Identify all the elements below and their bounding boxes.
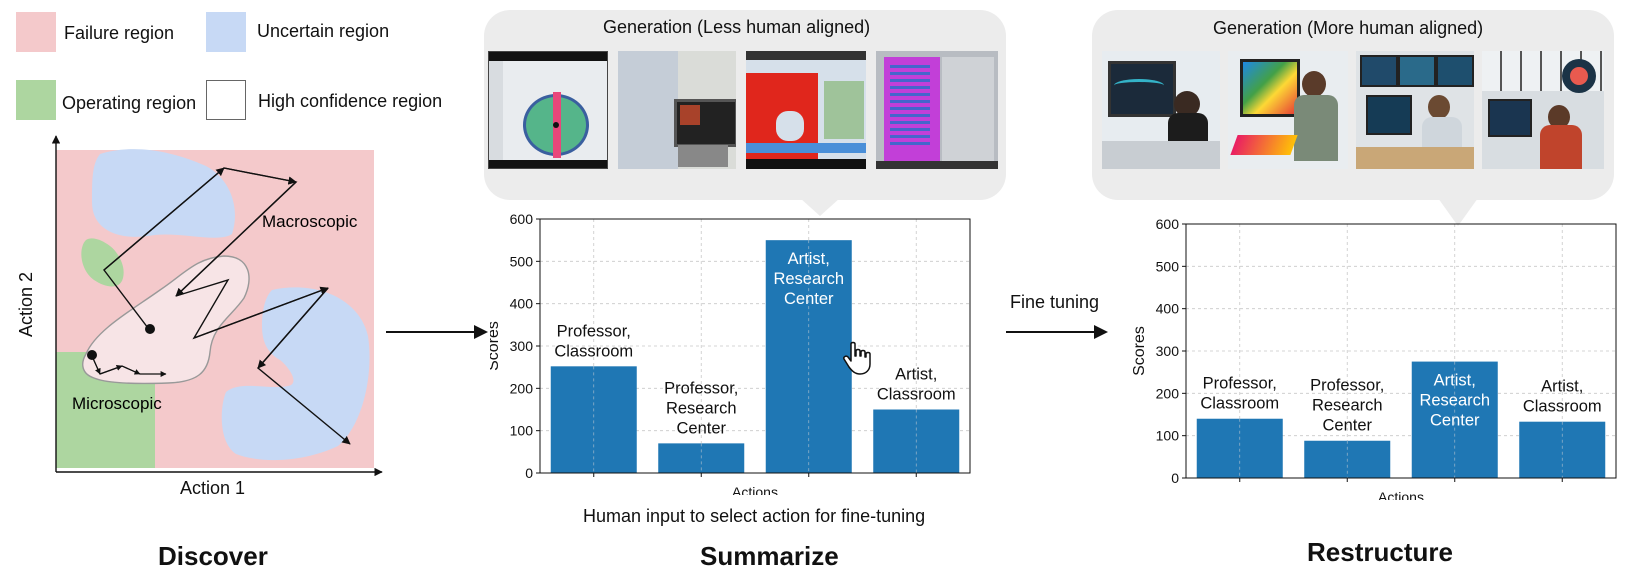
arrow-to-summarize xyxy=(386,325,488,339)
y-tick-label: 0 xyxy=(1171,470,1179,486)
generated-image-3 xyxy=(746,51,866,169)
y-tick-label: 200 xyxy=(1156,385,1180,401)
failure-region-label: Failure region xyxy=(64,23,175,43)
y-tick-label: 400 xyxy=(1156,301,1180,317)
high-confidence-region-swatch xyxy=(206,80,246,120)
macro-arrow-4 xyxy=(193,286,329,339)
y-tick-label: 100 xyxy=(510,423,534,439)
micro-arrow-3 xyxy=(121,365,141,375)
y-axis-label: Scores xyxy=(1131,326,1148,376)
bubble-tail-more-aligned xyxy=(1438,198,1478,226)
uncertain-region-swatch xyxy=(206,12,246,52)
bar-category-label: Artist,Classroom xyxy=(877,366,956,404)
macroscopic-label: Macroscopic xyxy=(262,212,358,231)
y-tick-label: 500 xyxy=(1156,258,1180,274)
bar-category-label: Professor,Classroom xyxy=(554,322,633,360)
x-axis-label: Actions xyxy=(1378,489,1424,500)
y-tick-label: 200 xyxy=(510,380,534,396)
high-confidence-region xyxy=(82,255,250,385)
bar xyxy=(1519,421,1606,478)
generated-image-6 xyxy=(1228,51,1348,169)
generation-less-aligned-title: Generation (Less human aligned) xyxy=(603,17,871,37)
generation-more-aligned-title: Generation (More human aligned) xyxy=(1213,18,1484,38)
macro-arrow-5 xyxy=(257,287,329,369)
summarize-title: Summarize xyxy=(700,541,839,571)
hand-pointer-icon xyxy=(843,341,871,375)
generated-image-1 xyxy=(488,51,608,169)
plot-frame xyxy=(1185,223,1617,479)
y-axis-label: Scores xyxy=(490,321,502,371)
macro-arrow-1 xyxy=(103,167,225,271)
arrow-fine-tuning xyxy=(1006,325,1108,339)
bar-category-label: Artist,Classroom xyxy=(1523,378,1602,416)
generated-image-4 xyxy=(876,51,998,169)
failure-region-swatch xyxy=(16,12,56,52)
uncertain-region-label: Uncertain region xyxy=(257,21,390,41)
summarize-caption: Human input to select action for fine-tu… xyxy=(583,506,926,526)
discover-ylabel: Action 2 xyxy=(16,271,37,338)
generated-image-7 xyxy=(1356,51,1474,169)
restructure-title: Restructure xyxy=(1307,537,1453,567)
uncertain-region-top xyxy=(92,149,235,238)
bar-category-label: Professor,Classroom xyxy=(1200,375,1279,413)
y-tick-label: 500 xyxy=(510,253,534,269)
macro-arrow-3 xyxy=(175,181,297,297)
macro-start-point xyxy=(145,324,155,334)
operating-region-swatch xyxy=(16,80,56,120)
y-tick-label: 600 xyxy=(1156,216,1180,232)
y-tick-label: 0 xyxy=(525,465,533,481)
scores-chart-before: 0 100 200 300 400 500 600Professor,ClassroomPr… xyxy=(490,211,971,495)
high-confidence-region-label: High confidence region xyxy=(258,91,443,111)
operating-blob xyxy=(81,238,124,287)
generated-image-2 xyxy=(618,51,736,169)
generated-image-8 xyxy=(1482,51,1604,169)
microscopic-label: Microscopic xyxy=(72,394,162,413)
y-tick-label: 600 xyxy=(510,211,534,227)
fine-tuning-label: Fine tuning xyxy=(1010,292,1100,312)
bar xyxy=(550,366,637,473)
macro-arrow-2 xyxy=(223,167,297,185)
bubble-tail-less-aligned xyxy=(800,198,840,216)
y-tick-label: 300 xyxy=(510,338,534,354)
y-tick-label: 400 xyxy=(510,296,534,312)
generated-image-5 xyxy=(1102,51,1220,169)
y-tick-label: 100 xyxy=(1156,428,1180,444)
y-tick-label: 300 xyxy=(1156,343,1180,359)
operating-region-label: Operating region xyxy=(62,93,197,113)
micro-arrow-2 xyxy=(99,365,123,375)
x-axis-label: Actions xyxy=(732,484,778,495)
micro-start-point xyxy=(87,350,97,360)
discover-title: Discover xyxy=(158,541,268,571)
discover-diagram: Macroscopic Microscopic xyxy=(51,135,383,477)
discover-xlabel: Action 1 xyxy=(180,478,246,498)
plot-frame xyxy=(539,218,971,474)
uncertain-region-right xyxy=(221,287,370,461)
